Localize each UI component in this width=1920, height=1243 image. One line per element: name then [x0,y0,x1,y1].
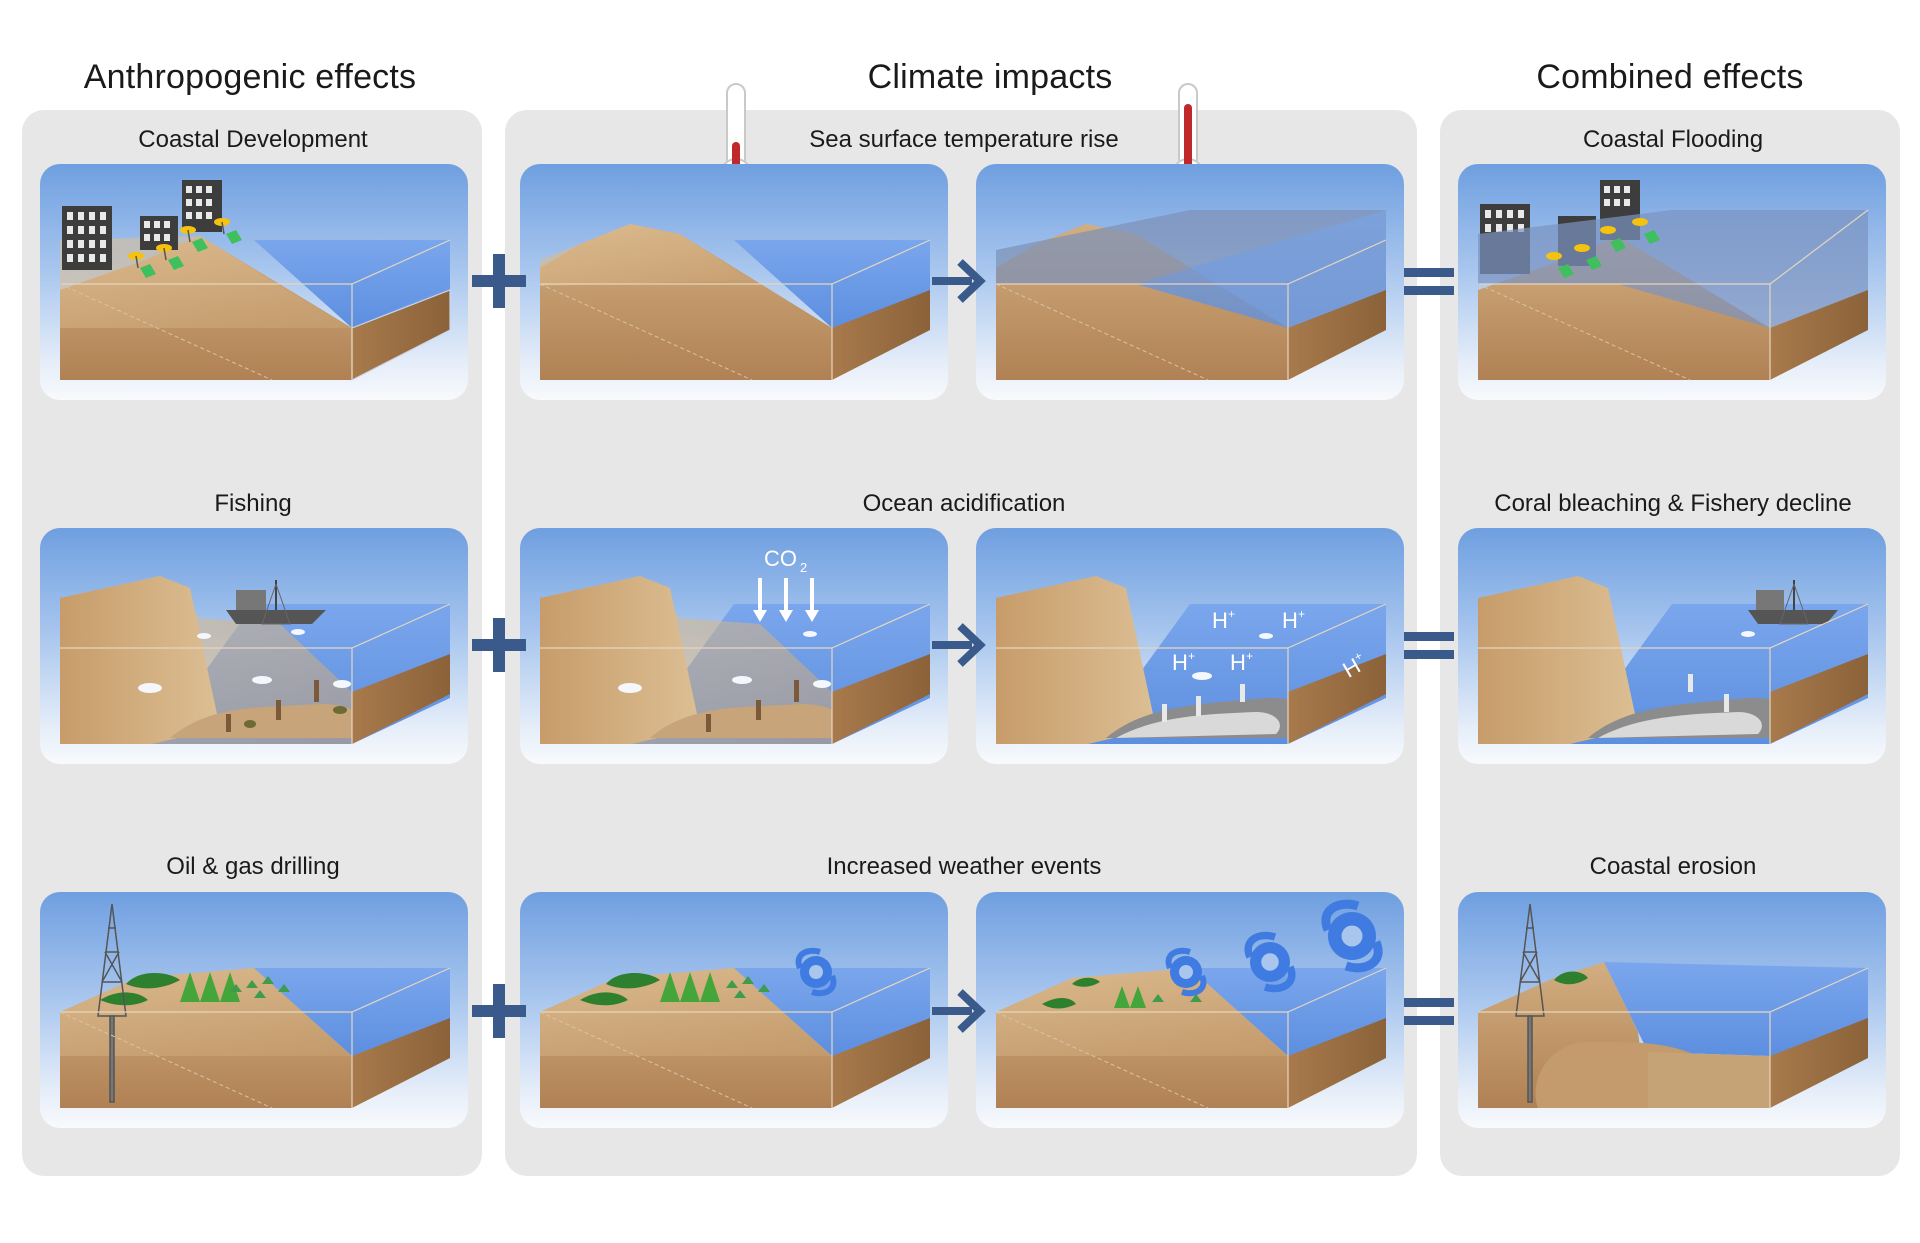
beach-umbrella-icon [1546,218,1660,278]
vegetation-icon [580,972,770,1006]
h-ion-superscript: + [1246,649,1253,663]
panel-oil-gas-drilling [40,892,468,1128]
vegetation-icon [1042,977,1202,1009]
bleached-coral-icon [1688,674,1729,712]
panel-coral-bleaching [1458,528,1886,764]
co2-subscript: 2 [800,560,807,575]
h-ion-label: H [1282,608,1298,633]
label-fishing: Fishing [214,490,292,517]
equals-icon [1394,246,1464,316]
beach-umbrella-icon [128,218,242,278]
h-ion-superscript: + [1228,607,1235,621]
hurricane-icon [1165,947,1207,997]
fish-icon [1741,631,1755,637]
fishing-boat-icon [1748,580,1838,625]
vegetation-icon [100,972,290,1006]
label-coral-bleaching-fishery-decline: Coral bleaching & Fishery decline [1494,490,1852,517]
label-coastal-erosion: Coastal erosion [1589,853,1757,880]
panel-storm-intensified [976,892,1404,1128]
equals-icon [1394,610,1464,680]
building-icon [62,180,222,270]
co2-label: CO [764,546,797,571]
arrow-right-icon [924,246,994,316]
arrow-right-icon [924,610,994,680]
h-ion-label: H [1212,608,1228,633]
fish-icon [618,631,831,693]
column-title-anthropogenic: Anthropogenic effects [83,58,417,96]
equals-icon [1394,976,1464,1046]
fishing-boat-icon [226,580,326,625]
plus-icon [464,976,534,1046]
label-coastal-development: Coastal Development [138,126,368,153]
coral-icon [226,680,347,732]
panel-coastal-erosion [1458,892,1886,1128]
vegetation-icon [1554,971,1588,985]
h-ion-superscript: + [1298,607,1305,621]
coral-icon [706,680,799,732]
label-ocean-acidification: Ocean acidification [862,490,1066,517]
plus-icon [464,246,534,316]
hurricane-icon [795,947,837,997]
label-sea-surface-temperature-rise: Sea surface temperature rise [809,126,1119,153]
panel-fishing [40,528,468,764]
h-ion-superscript: + [1188,649,1195,663]
panel-coastal-development [40,164,468,400]
label-increased-weather-events: Increased weather events [826,853,1102,880]
drilling-rig-icon [1515,903,1545,1103]
drilling-rig-icon [97,903,127,1103]
fish-icon [138,629,351,693]
panel-sea-level-risen [976,164,1404,400]
panel-sea-level-normal [520,164,948,400]
column-title-climate: Climate impacts [867,58,1113,96]
h-ion-label: H [1230,650,1246,675]
panel-storm-start [520,892,948,1128]
arrow-right-icon [924,976,994,1046]
fish-icon [1192,633,1273,680]
panel-co2-absorption: CO 2 [520,528,948,764]
hurricane-icon [1321,899,1383,973]
bleached-coral-icon [1162,684,1245,722]
plus-icon [464,610,534,680]
column-title-combined: Combined effects [1536,58,1804,96]
label-coastal-flooding: Coastal Flooding [1582,126,1764,153]
h-ion-label: H [1172,650,1188,675]
label-oil-gas-drilling: Oil & gas drilling [166,853,340,880]
panel-coastal-flooding [1458,164,1886,400]
co2-arrow-icon [753,578,819,622]
hurricane-icon [1244,931,1296,993]
panel-acidified-ocean: H + H + H + H + H + [976,528,1404,764]
